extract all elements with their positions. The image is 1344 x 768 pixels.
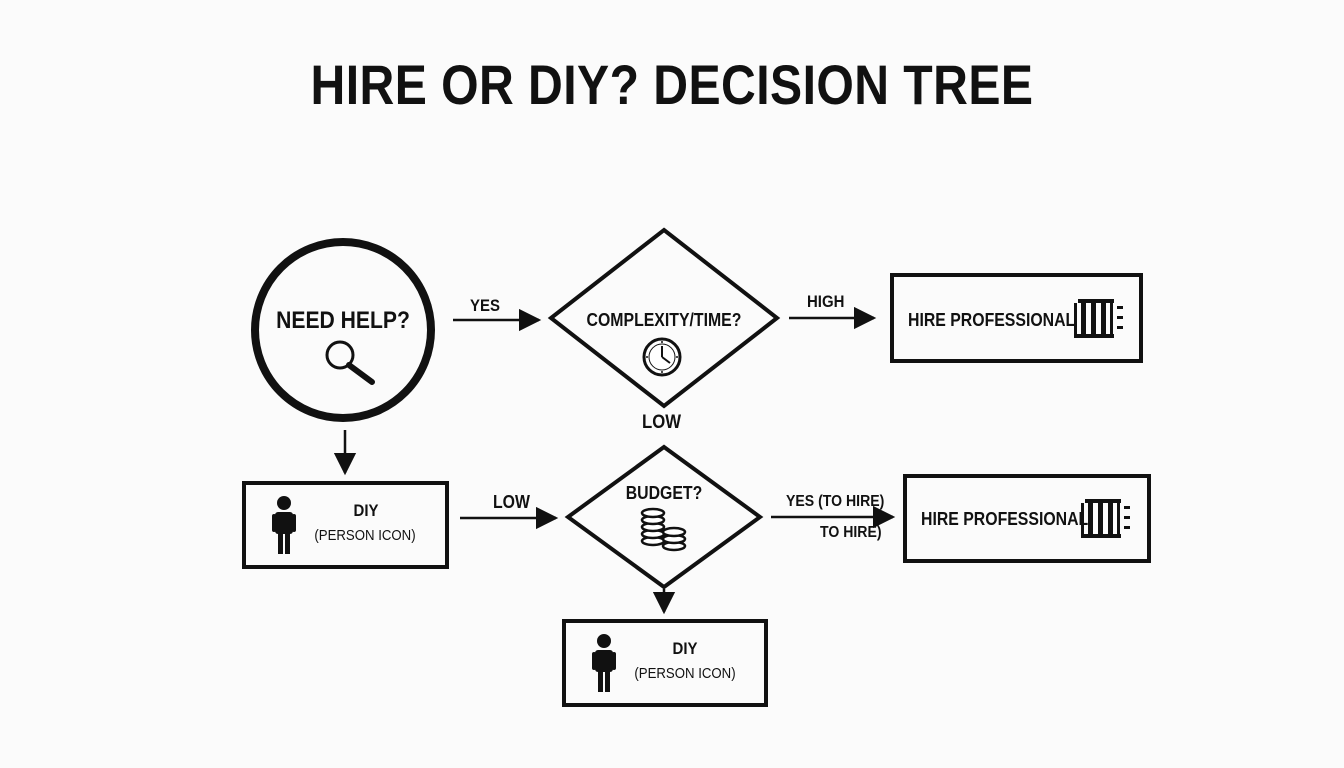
diy-box-left xyxy=(242,481,449,569)
complexity-node-label: COMPLEXITY/TIME? xyxy=(586,310,742,330)
diy-box-bottom xyxy=(562,619,768,707)
diy-label-bottom: DIY xyxy=(672,639,698,658)
building-icon xyxy=(1074,299,1123,338)
person-icon xyxy=(272,496,296,554)
edge-label-low-budget: LOW xyxy=(493,492,530,512)
start-node-circle xyxy=(251,238,435,422)
budget-decision-diamond xyxy=(564,444,764,590)
edge-label-high: HIGH xyxy=(807,292,845,311)
hire-professional-box-bottom xyxy=(903,474,1151,563)
diy-sublabel-left: (PERSON ICON) xyxy=(314,527,416,544)
coins-icon xyxy=(640,507,687,552)
complexity-decision-diamond xyxy=(547,227,781,409)
start-node-label: NEED HELP? xyxy=(276,307,410,334)
hire-professional-label-top: HIRE PROFESSIONAL xyxy=(908,310,1076,330)
hire-professional-label-bottom: HIRE PROFESSIONAL xyxy=(921,509,1089,529)
edge-label-yes: YES xyxy=(470,296,500,315)
edge-label-low-complexity: LOW xyxy=(642,412,682,433)
edge-label-yes-to-hire: YES (TO HIRE) xyxy=(786,493,885,510)
clock-icon xyxy=(642,337,682,377)
person-icon xyxy=(592,634,616,692)
magnifier-icon xyxy=(325,340,375,385)
hire-professional-box-top xyxy=(890,273,1143,363)
diagram-title: HIRE OR DIY? DECISION TREE xyxy=(310,53,1034,116)
building-icon xyxy=(1081,499,1130,538)
budget-node-label: BUDGET? xyxy=(625,483,703,503)
edge-label-to-hire: TO HIRE) xyxy=(820,524,882,541)
diy-label-left: DIY xyxy=(353,501,379,520)
diy-sublabel-bottom: (PERSON ICON) xyxy=(634,665,736,682)
